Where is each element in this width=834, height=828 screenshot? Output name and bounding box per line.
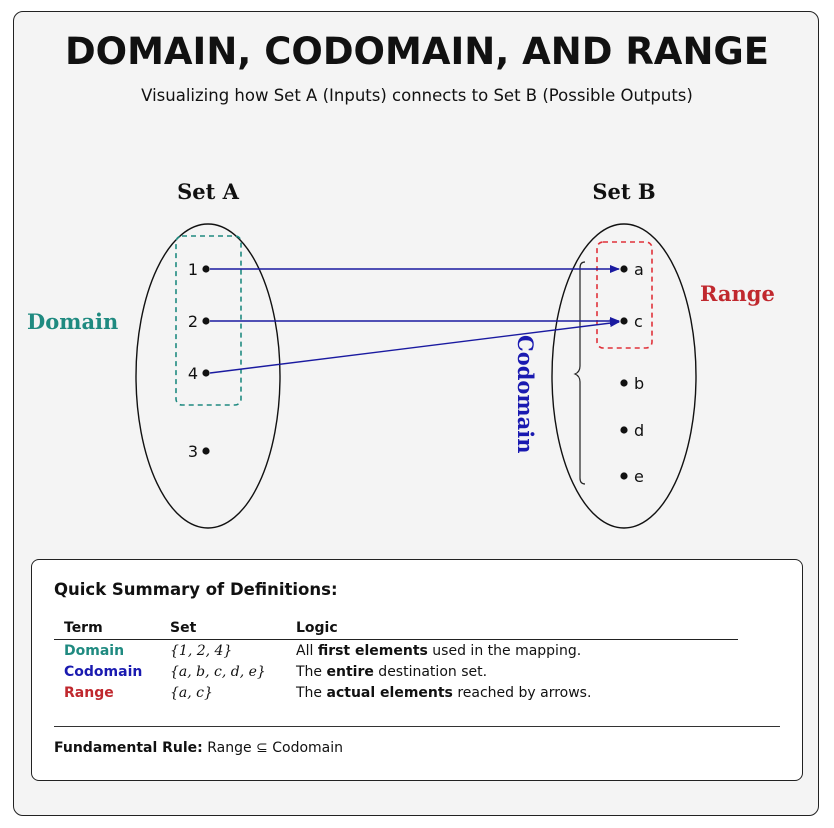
table-row-range: Range {a, c} The actual elements reached… — [54, 682, 738, 703]
page-subtitle: Visualizing how Set A (Inputs) connects … — [141, 86, 693, 105]
fundamental-rule: Fundamental Rule: Range ⊆ Codomain — [54, 740, 343, 756]
rule-label: Fundamental Rule: — [54, 740, 203, 756]
element-dot — [202, 369, 210, 377]
set-b-element-c: c — [620, 312, 643, 331]
element-label: e — [634, 467, 644, 486]
logic-post: reached by arrows. — [452, 685, 592, 701]
domain-box — [175, 235, 242, 406]
element-dot — [620, 379, 628, 387]
element-label: c — [634, 312, 643, 331]
logic-cell: All first elements used in the mapping. — [286, 640, 738, 662]
set-cell: {1, 2, 4} — [170, 643, 233, 659]
table-row-domain: Domain {1, 2, 4} All first elements used… — [54, 640, 738, 662]
element-dot — [202, 317, 210, 325]
logic-bold: actual elements — [326, 685, 453, 701]
table-header-row: Term Set Logic — [54, 620, 738, 640]
set-b-label: Set B — [592, 179, 655, 204]
set-b-element-b: b — [620, 374, 644, 393]
element-label: 1 — [188, 260, 198, 279]
set-b-element-e: e — [620, 467, 644, 486]
logic-bold: entire — [326, 664, 374, 680]
term-cell: Range — [64, 685, 114, 701]
set-b-element-d: d — [620, 421, 644, 440]
element-dot — [202, 265, 210, 273]
table-row-codomain: Codomain {a, b, c, d, e} The entire dest… — [54, 661, 738, 682]
page-title: DOMAIN, CODOMAIN, AND RANGE — [64, 30, 770, 73]
codomain-label: Codomain — [513, 335, 538, 453]
set-b-element-a: a — [620, 260, 644, 279]
element-label: a — [634, 260, 644, 279]
element-dot — [620, 317, 628, 325]
range-label: Range — [700, 281, 775, 306]
element-dot — [620, 472, 628, 480]
set-a-element-1: 1 — [188, 260, 210, 279]
set-b-ellipse — [551, 223, 697, 529]
element-label: 4 — [188, 364, 198, 383]
element-label: 2 — [188, 312, 198, 331]
element-dot — [620, 265, 628, 273]
set-a-label: Set A — [177, 179, 240, 204]
element-label: b — [634, 374, 644, 393]
term-cell: Codomain — [64, 664, 143, 680]
set-a-ellipse — [135, 223, 281, 529]
set-cell: {a, b, c, d, e} — [170, 664, 266, 680]
divider — [54, 726, 780, 727]
logic-pre: All — [296, 643, 318, 659]
term-cell: Domain — [64, 643, 125, 659]
header-set: Set — [160, 620, 286, 640]
logic-post: used in the mapping. — [427, 643, 582, 659]
domain-label: Domain — [27, 309, 118, 334]
set-a-element-4: 4 — [188, 364, 210, 383]
element-dot — [202, 447, 210, 455]
element-label: d — [634, 421, 644, 440]
logic-cell: The entire destination set. — [286, 661, 738, 682]
rule-text: Range ⊆ Codomain — [207, 740, 344, 756]
logic-pre: The — [296, 685, 327, 701]
definitions-table: Term Set Logic Domain {1, 2, 4} All firs… — [54, 620, 738, 703]
header-term: Term — [54, 620, 160, 640]
set-cell: {a, c} — [170, 685, 213, 701]
range-box — [596, 241, 653, 349]
header-logic: Logic — [286, 620, 738, 640]
summary-title: Quick Summary of Definitions: — [54, 580, 338, 599]
logic-cell: The actual elements reached by arrows. — [286, 682, 738, 703]
element-dot — [620, 426, 628, 434]
codomain-brace — [573, 261, 586, 485]
logic-pre: The — [296, 664, 327, 680]
summary-box: Quick Summary of Definitions: Term Set L… — [31, 559, 803, 781]
logic-post: destination set. — [373, 664, 488, 680]
element-label: 3 — [188, 442, 198, 461]
set-a-element-3: 3 — [188, 442, 210, 461]
set-a-element-2: 2 — [188, 312, 210, 331]
logic-bold: first elements — [317, 643, 428, 659]
arrow-4-to-c — [209, 319, 620, 374]
